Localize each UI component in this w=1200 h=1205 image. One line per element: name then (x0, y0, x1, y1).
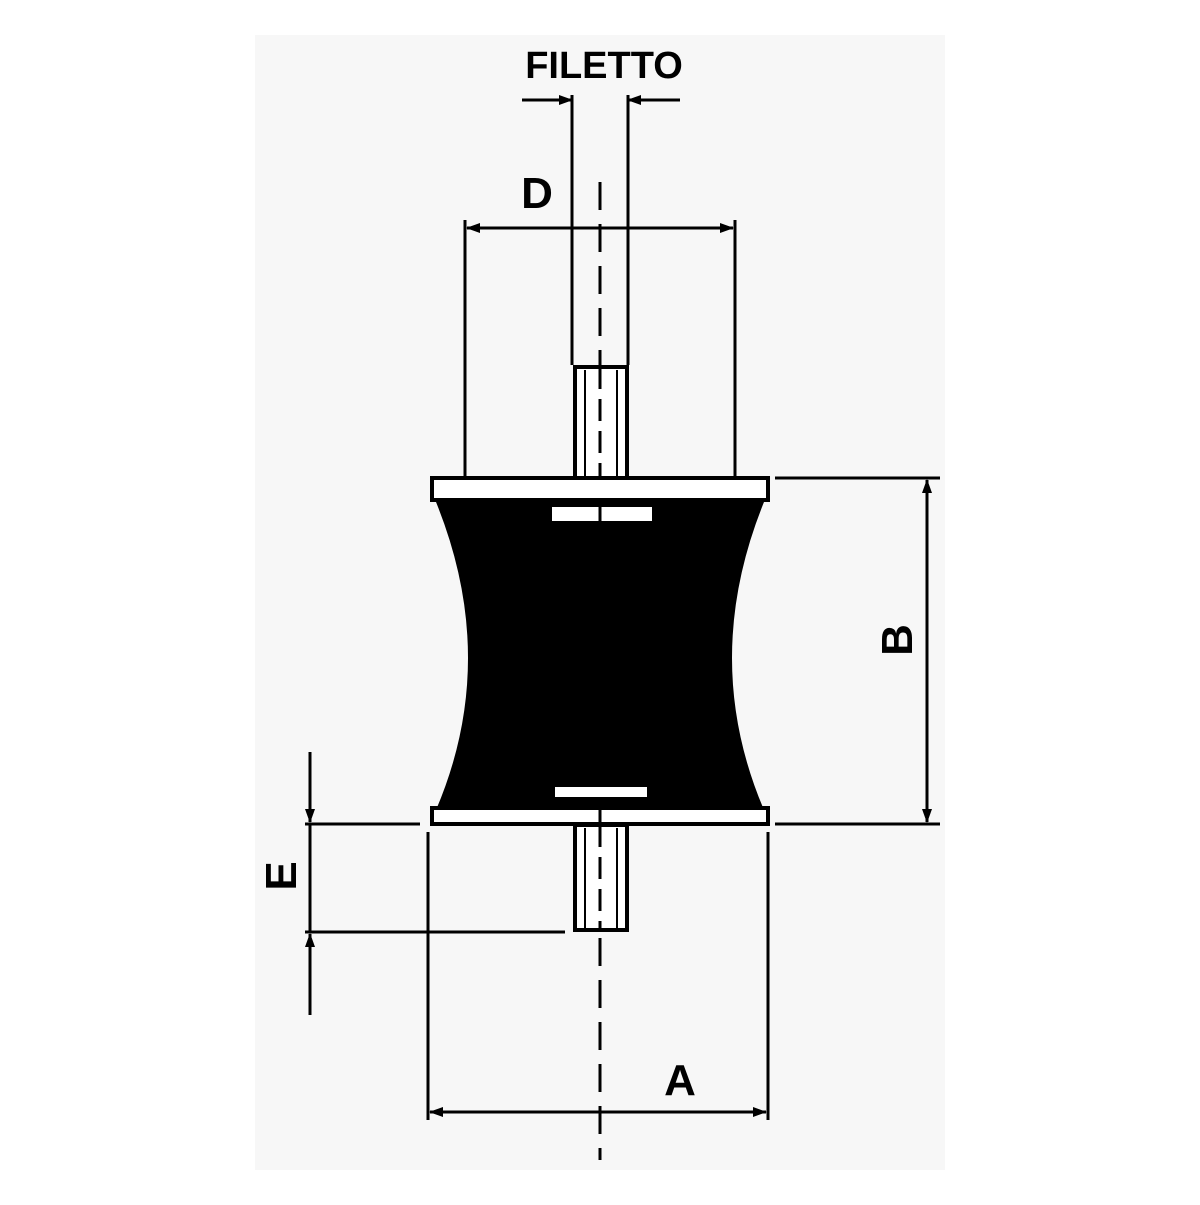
a-dimension: A (426, 832, 770, 1120)
d-label: D (521, 169, 553, 218)
bottom-stud (573, 823, 629, 932)
a-label: A (664, 1056, 696, 1105)
bottom-insert-highlight (555, 787, 647, 797)
top-stud (573, 365, 629, 480)
top-plate (430, 476, 770, 502)
thread-dimension: FILETTO (522, 45, 683, 365)
thread-label: FILETTO (525, 45, 683, 87)
b-dimension: B (775, 476, 940, 826)
rubber-body (436, 502, 764, 810)
d-dimension: D (463, 169, 737, 478)
e-dimension: E (257, 752, 565, 1015)
e-label: E (257, 861, 306, 890)
b-label: B (873, 624, 922, 656)
top-insert-highlight (552, 507, 652, 521)
